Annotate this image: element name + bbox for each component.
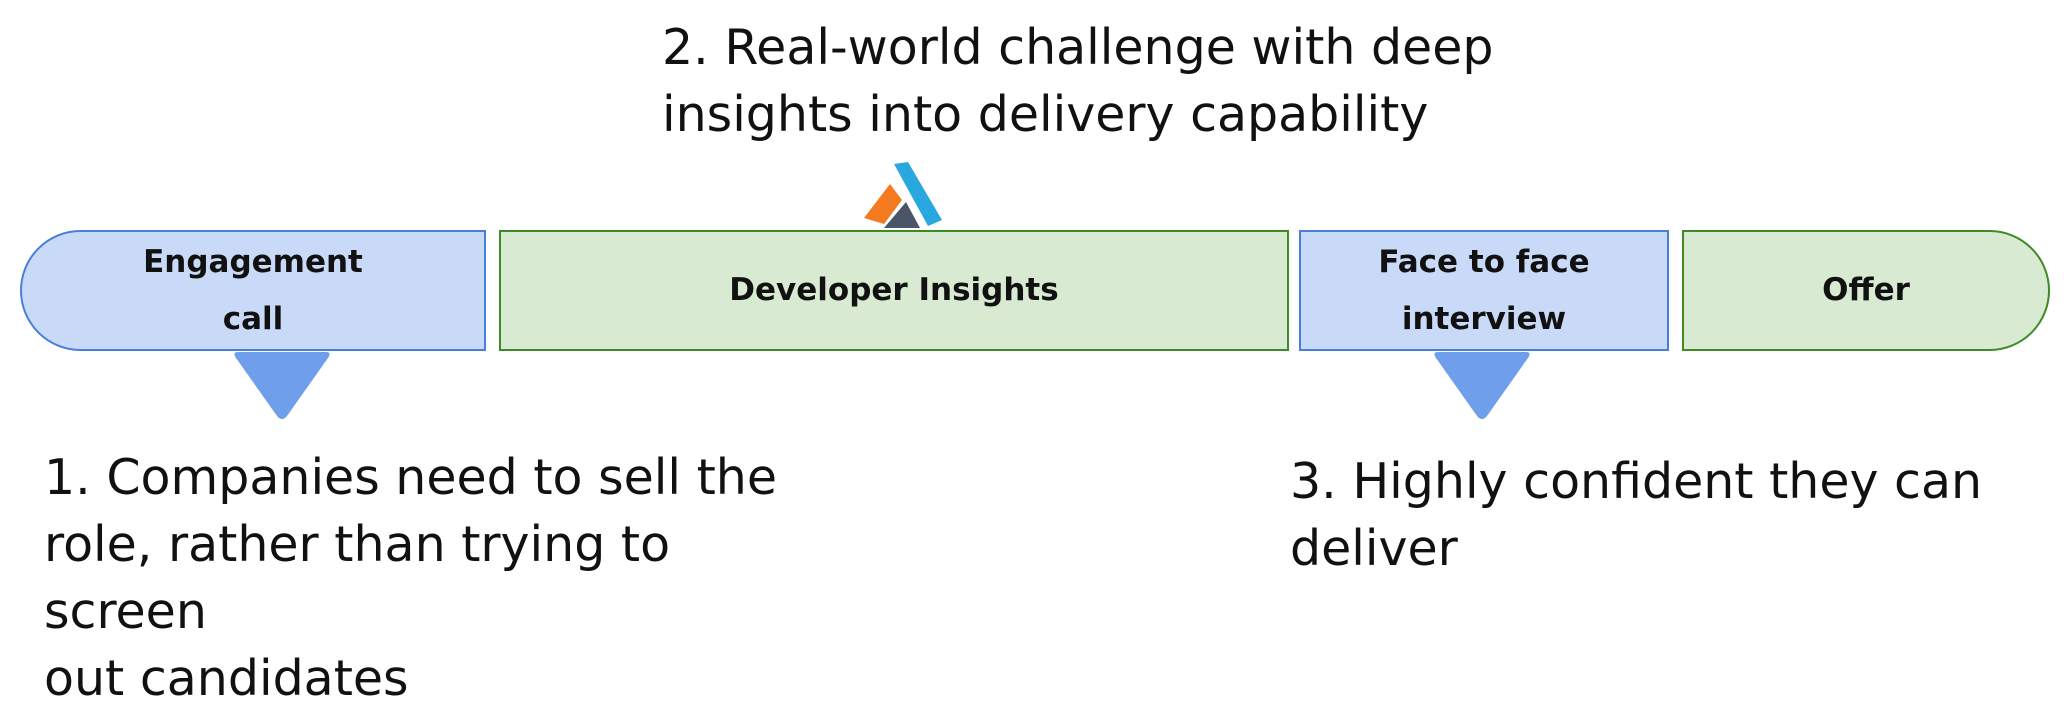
developer-insights-logo-icon [864, 162, 942, 228]
pointer-down-icon [1434, 352, 1530, 419]
stage-engagement-call: Engagement call [20, 230, 486, 351]
pointer-down-icon [234, 352, 330, 419]
caption-step-2: 2. Real-world challenge with deep insigh… [662, 19, 1494, 143]
stage-offer: Offer [1682, 230, 2050, 351]
stage-offer-label: Offer [1822, 272, 1910, 308]
stage-engagement-label: Engagement call [143, 243, 363, 337]
stage-developer-insights: Developer Insights [499, 230, 1289, 351]
stage-face-to-face-interview: Face to face interview [1299, 230, 1669, 351]
caption-step-3: 3. Highly confident they can deliver [1290, 453, 1983, 577]
caption-step-1: 1. Companies need to sell the role, rath… [44, 449, 777, 707]
stage-f2f-label: Face to face interview [1378, 243, 1590, 337]
stage-insights-label: Developer Insights [729, 272, 1059, 308]
